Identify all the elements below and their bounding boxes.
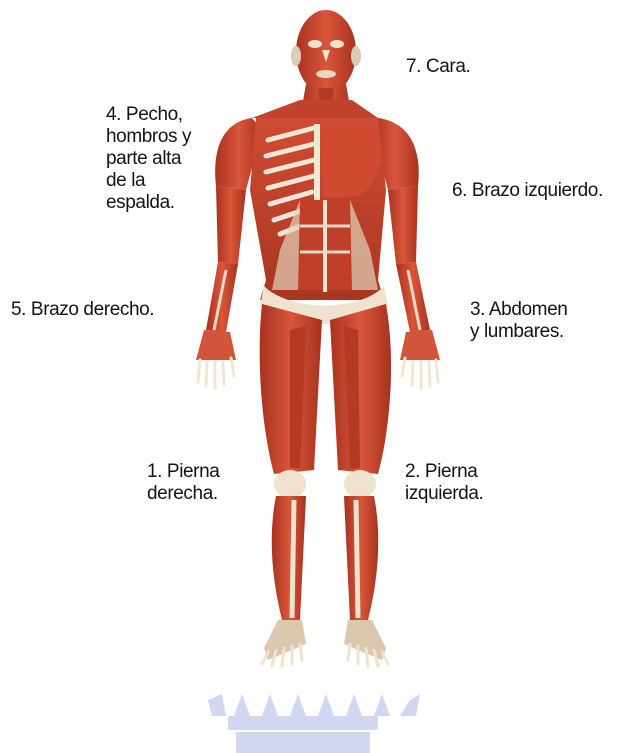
label-left-leg: 2. Pierna izquierda. <box>405 461 515 505</box>
label-chest: 4. Pecho, hombros y parte alta de la esp… <box>106 104 216 214</box>
label-right-arm: 5. Brazo derecho. <box>11 299 154 321</box>
trapezius <box>252 100 378 118</box>
castle-logo-watermark <box>208 694 420 753</box>
left-arm <box>388 186 440 388</box>
sternum <box>314 124 320 204</box>
left-thigh <box>330 304 391 498</box>
right-arm <box>196 186 246 388</box>
label-right-leg: 1. Pierna derecha. <box>147 461 247 505</box>
label-abdomen: 3. Abdomen y lumbares. <box>470 299 600 343</box>
right-thigh <box>260 304 322 498</box>
label-left-arm: 6. Brazo izquierdo. <box>452 180 603 202</box>
right-lower-leg <box>262 496 306 666</box>
head <box>291 10 361 94</box>
label-face: 7. Cara. <box>406 56 470 78</box>
left-lower-leg <box>344 496 388 666</box>
